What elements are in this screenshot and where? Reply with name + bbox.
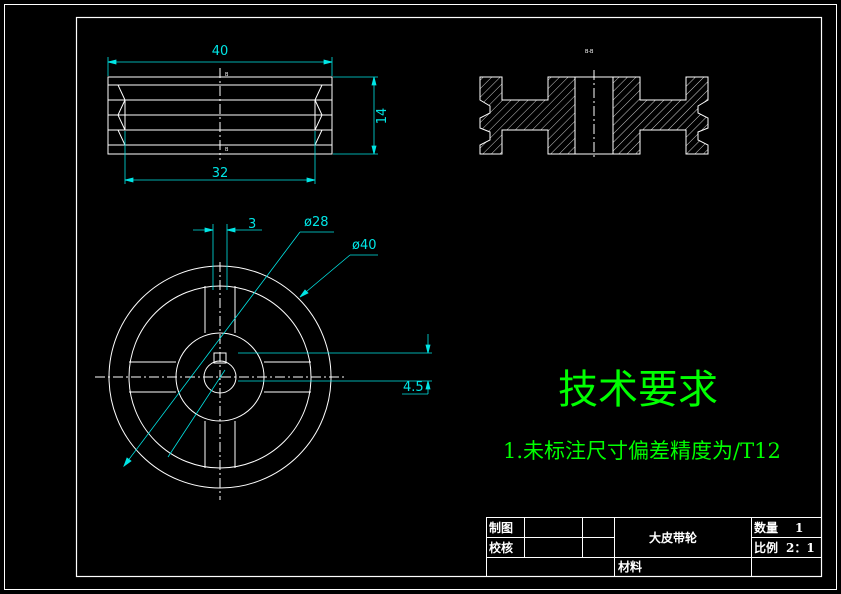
part-name: 大皮带轮 [649,530,698,545]
tech-requirement-item-1: 1.未标注尺寸偏差精度为/T12 [503,439,781,463]
section-label: B-B [585,49,594,55]
dim-width-bottom: 32 [212,166,229,181]
dim-rib-width: 3 [248,217,256,232]
inner-border [75,16,823,578]
checked-by-label: 校核 [489,540,513,555]
dim-key-offset: 4.5 [403,380,424,395]
outer-border [4,4,837,590]
dim-dia-outer: ø40 [352,238,377,253]
title-block [486,517,822,577]
side-view [95,262,345,500]
quantity-value: 1 [795,521,803,535]
drawn-by-label: 制图 [489,520,513,535]
quantity-label: 数量 [754,520,778,535]
scale-value: 2：1 [786,541,815,555]
dim-lines-side [123,224,432,468]
section-mark-bottom: B [225,147,229,153]
dim-width-top: 40 [212,44,229,59]
dim-dia-inner: ø28 [304,215,329,230]
section-mark-top: B [225,72,229,78]
material-label: 材料 [617,559,642,574]
tech-requirements-title: 技术要求 [558,367,718,413]
dim-height-right: 14 [375,108,390,125]
scale-label: 比例 [754,540,778,555]
section-view [479,70,709,160]
front-view [107,68,333,160]
dim-lines-front [107,57,378,184]
